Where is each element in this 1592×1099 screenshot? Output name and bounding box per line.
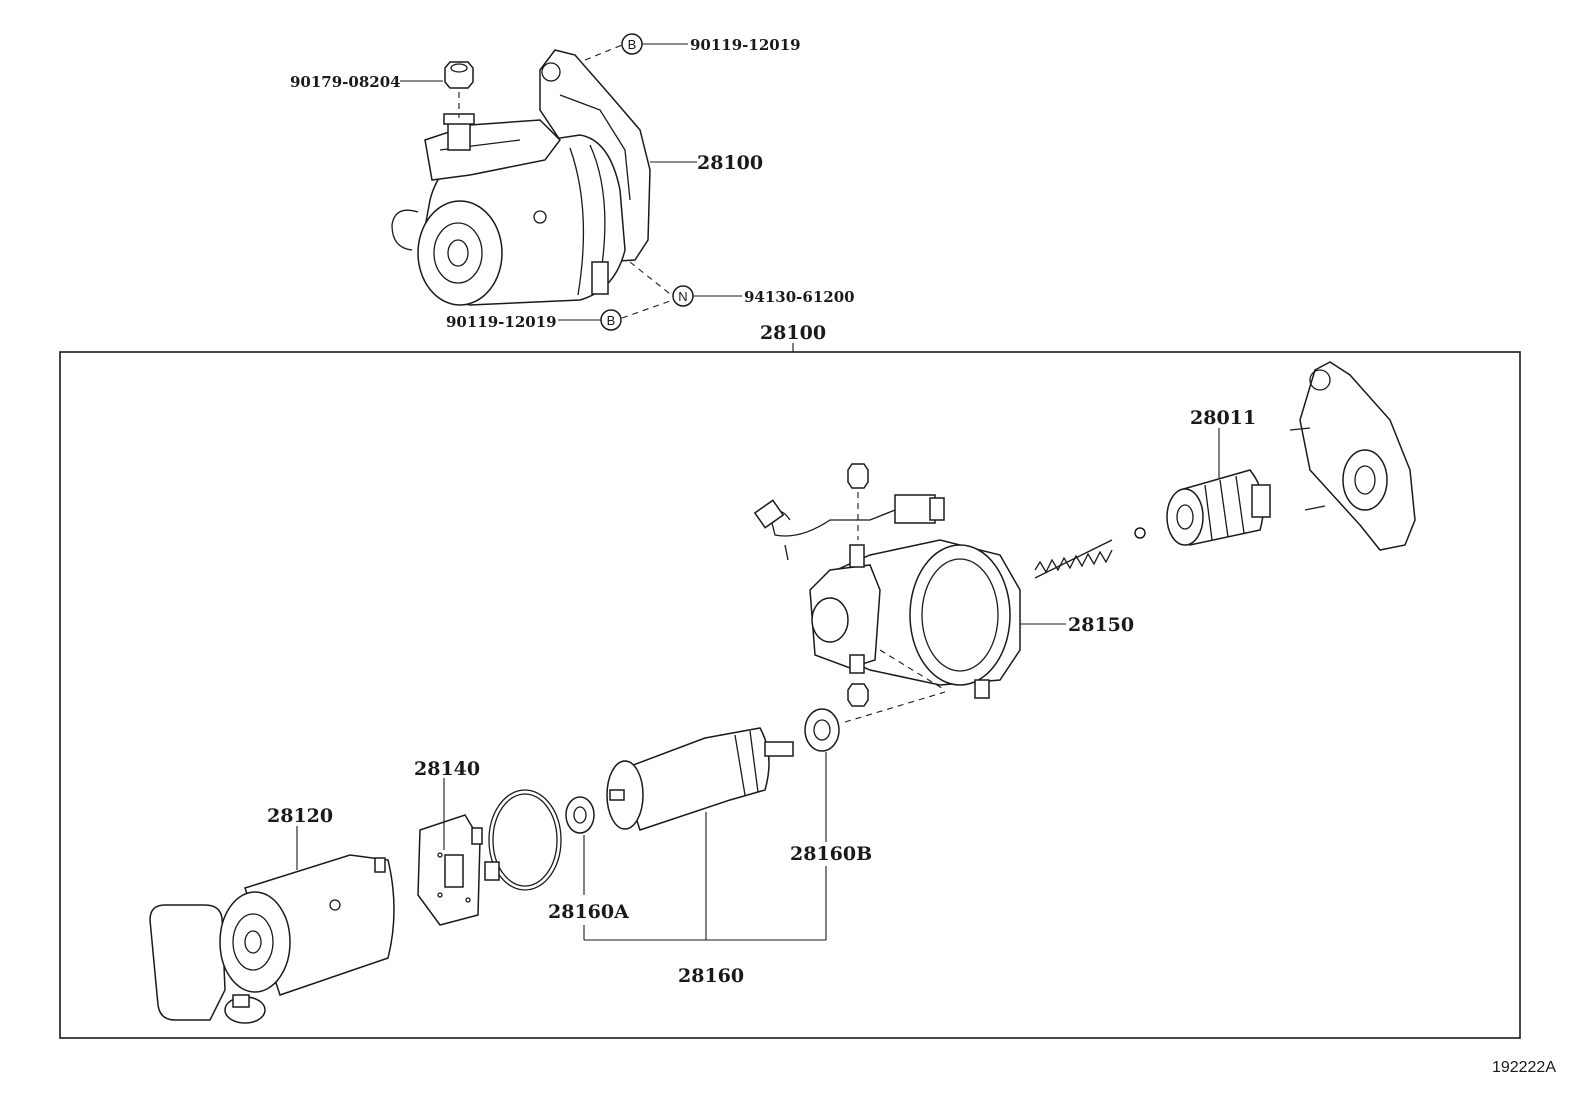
label-bolt-bottom: 90119-12019 xyxy=(446,313,557,331)
label-housing: 28150 xyxy=(1068,614,1134,636)
exploded-view-frame xyxy=(59,351,1521,1039)
label-nut-n: 94130-61200 xyxy=(744,288,855,306)
bearing-a-drawing xyxy=(565,796,595,834)
bearing-b-drawing xyxy=(804,708,840,752)
label-bearing-a: 28160A xyxy=(548,901,629,923)
symbol-b-bottom: B xyxy=(600,309,622,331)
label-nut-top: 90179-08204 xyxy=(290,73,401,91)
housing-drawing xyxy=(753,463,1021,699)
svg-text:B: B xyxy=(607,313,616,328)
o-ring-drawing xyxy=(488,789,562,891)
figure-reference: 192222A xyxy=(1492,1059,1556,1076)
starter-assembly-drawing xyxy=(391,49,651,306)
symbol-n: N xyxy=(672,285,694,307)
label-box-title: 28100 xyxy=(760,322,826,344)
label-yoke: 28120 xyxy=(267,805,333,827)
drive-housing-drawing xyxy=(1289,361,1416,551)
label-brush-holder: 28140 xyxy=(414,758,480,780)
svg-text:B: B xyxy=(628,37,637,52)
return-spring-drawing xyxy=(1034,539,1113,579)
dash-nut-n xyxy=(629,261,676,299)
label-armature: 28160 xyxy=(678,965,744,987)
dash-bolt-bottom xyxy=(621,299,674,319)
symbol-b-top: B xyxy=(621,33,643,55)
o-ring-inner xyxy=(492,793,558,887)
label-bolt-top: 90119-12019 xyxy=(690,36,801,54)
dash-bolt-top xyxy=(584,44,623,61)
label-bearing-b: 28160B xyxy=(790,843,872,865)
nut-top-icon xyxy=(444,61,474,89)
label-clutch: 28011 xyxy=(1190,407,1256,429)
yoke-drawing xyxy=(149,854,395,1024)
armature-drawing xyxy=(606,727,794,831)
dash-housing-1 xyxy=(879,649,946,691)
steel-ball-icon xyxy=(1134,527,1146,539)
clutch-drawing xyxy=(1166,469,1271,546)
nut-lower-icon xyxy=(847,683,869,707)
svg-text:N: N xyxy=(678,289,687,304)
label-starter-assy: 28100 xyxy=(697,152,763,174)
brush-holder-drawing xyxy=(417,814,500,926)
